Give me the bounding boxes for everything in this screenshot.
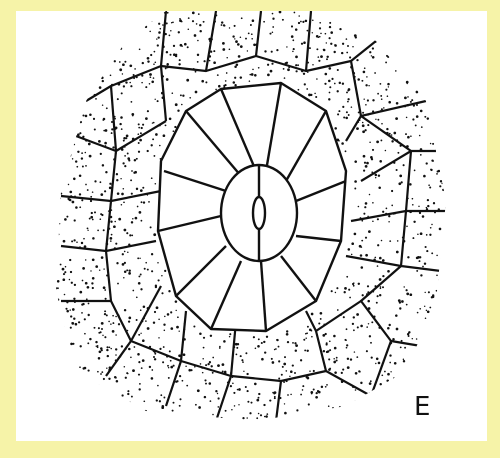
stomatal-complex (158, 83, 346, 331)
panel-label: E (414, 394, 430, 420)
stoma-illustration (16, 11, 487, 441)
stomatal-pore (253, 197, 265, 229)
figure-panel: E (16, 11, 487, 441)
